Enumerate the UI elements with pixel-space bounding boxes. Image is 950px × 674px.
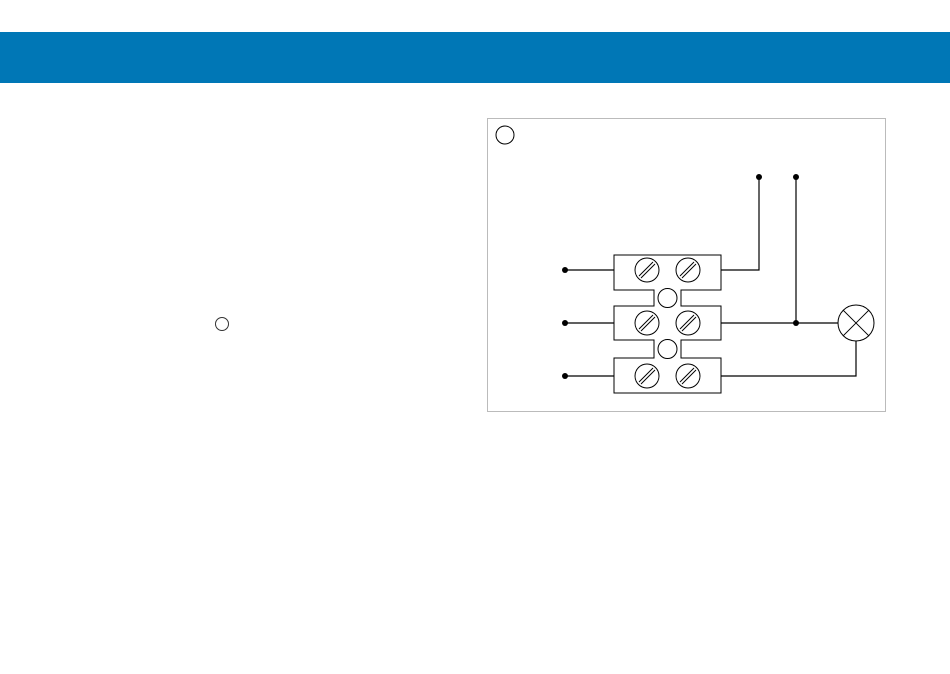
screw-row1-right [676,258,700,282]
terminal-block [614,255,721,393]
wire-junction-dot [793,320,799,326]
wire-left-row3-terminal [562,373,568,379]
wire-right-row1-terminal [756,174,762,180]
wire-branch-terminal [793,174,799,180]
screw-row3-left [635,364,659,388]
screw-row2-right [676,311,700,335]
lamp-icon [838,305,874,341]
screw-row3-right [676,364,700,388]
terminal-hole-top [658,289,677,308]
terminal-hole-bottom [658,340,677,359]
wire-left-row1-terminal [562,267,568,273]
wire-left-row2-terminal [562,320,568,326]
screw-row2-left [635,311,659,335]
screw-row1-left [635,258,659,282]
